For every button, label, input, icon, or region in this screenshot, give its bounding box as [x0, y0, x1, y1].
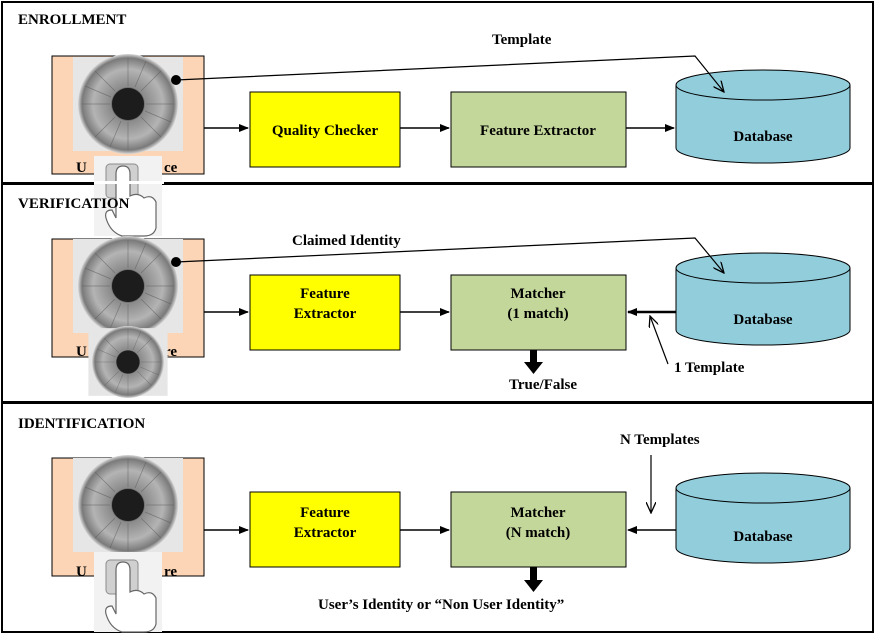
verification-claimed-identity-label: Claimed Identity [292, 233, 401, 249]
identification-touch-hand-icon [93, 551, 163, 633]
identification-result-label: User’s Identity or “Non User Identity” [318, 597, 564, 613]
verification-iris-scan-icon [88, 325, 168, 399]
identification-feature-extractor-label-line2: Extractor [294, 525, 357, 541]
identification-iris-image [72, 454, 184, 556]
enrollment-template-label: Template [492, 32, 552, 48]
verification-iris-image [72, 235, 184, 337]
verification-matcher-label-line1: Matcher [511, 286, 566, 302]
verification-feature-extractor-box [249, 274, 401, 351]
identification-database-label: Database [733, 529, 793, 545]
enrollment-database-label: Database [733, 129, 793, 145]
identification-feature-extractor-box [249, 491, 401, 568]
enrollment-template-arrow [175, 55, 724, 92]
verification-user-interface-label-left: U [76, 344, 87, 360]
identification-templates-label: N Templates [620, 432, 700, 448]
verification-result-label: True/False [509, 377, 577, 393]
identification-title: IDENTIFICATION [18, 416, 145, 432]
enrollment-iris-image [72, 53, 184, 155]
enrollment-feature-extractor-box [450, 91, 627, 168]
enrollment-database-cylinder [675, 69, 851, 164]
identification-user-interface-label-right: re [164, 564, 177, 580]
identification-panel [1, 402, 874, 633]
identification-feature-extractor-label-line1: Feature [300, 505, 350, 521]
verification-title: VERIFICATION [18, 196, 130, 212]
enrollment-quality-checker-box [249, 91, 401, 168]
verification-feature-extractor-label-line1: Feature [300, 286, 350, 302]
identification-result-arrow [524, 567, 543, 592]
verification-matcher-box [450, 274, 627, 351]
identification-matcher-label-line2: (N match) [506, 525, 571, 541]
verification-database-label: Database [733, 312, 793, 328]
identification-database-cylinder [675, 472, 851, 564]
verification-claimed-identity-arrow [175, 237, 724, 273]
enrollment-feature-extractor-label: Feature Extractor [480, 123, 596, 139]
verification-feature-extractor-label-line2: Extractor [294, 306, 357, 322]
verification-result-arrow [524, 350, 543, 374]
identification-matcher-box [450, 491, 627, 568]
identification-user-interface-label-left: U [76, 564, 87, 580]
verification-template-pointer-arrow [650, 316, 669, 365]
identification-matcher-label-line1: Matcher [511, 505, 566, 521]
verification-database-cylinder [675, 252, 851, 346]
verification-template-count-label: 1 Template [674, 360, 745, 376]
enrollment-quality-checker-label: Quality Checker [272, 123, 379, 139]
verification-matcher-label-line2: (1 match) [507, 306, 568, 322]
enrollment-title: ENROLLMENT [18, 12, 126, 28]
enrollment-user-interface-label-left: U [76, 160, 87, 176]
enrollment-user-interface-label-right: ce [164, 160, 178, 176]
